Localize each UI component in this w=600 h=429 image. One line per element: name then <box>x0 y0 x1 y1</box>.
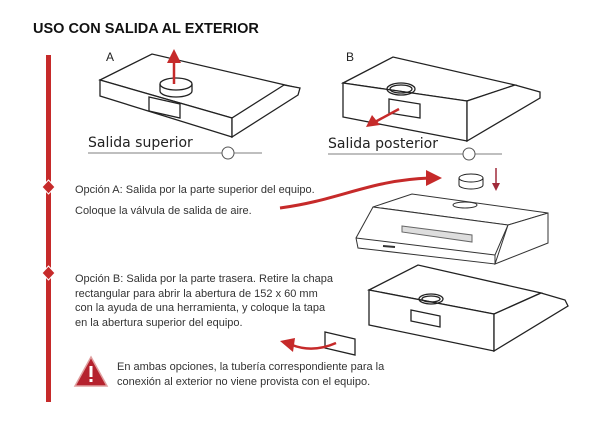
timeline-diamond-b <box>41 265 56 281</box>
air-valve-drawing <box>458 173 484 190</box>
option-b-text: Opción B: Salida por la parte trasera. R… <box>75 272 333 330</box>
marker-circle-b <box>462 147 476 161</box>
option-b-line: con la ayuda de una herramienta, y coloq… <box>75 302 326 314</box>
diagram-b-label: Salida posterior <box>328 136 438 152</box>
hood-b-rear-drawing <box>324 264 569 356</box>
option-b-line: Opción B: Salida por la parte trasera. R… <box>75 273 334 285</box>
arrow-down-icon <box>492 168 500 191</box>
arrow-back-icon <box>366 107 400 127</box>
warning-line: En ambas opciones, la tubería correspond… <box>117 361 385 373</box>
hood-open-drawing <box>355 193 549 265</box>
diagram-a-label: Salida superior <box>88 135 193 151</box>
curved-arrow-a-icon <box>279 170 442 210</box>
warning-triangle-icon <box>73 355 109 387</box>
warning-line: conexión al exterior no viene provista c… <box>117 375 371 388</box>
timeline-diamond-a <box>41 179 56 195</box>
diagram-b-letter: B <box>346 50 355 64</box>
option-a-text: Opción A: Salida por la parte superior d… <box>75 180 315 222</box>
page-title: USO CON SALIDA AL EXTERIOR <box>33 21 259 37</box>
hood-b-drawing <box>340 56 541 143</box>
timeline-bar <box>46 55 51 402</box>
arrow-up-icon <box>167 49 181 84</box>
option-b-line: en la abertura superior del equipo. <box>75 316 243 329</box>
diagram-a-letter: A <box>106 50 115 64</box>
curved-arrow-b-icon <box>280 338 337 352</box>
hood-a-drawing <box>98 53 301 139</box>
option-a-line: Opción A: Salida por la parte superior d… <box>75 184 315 196</box>
warning-text: En ambas opciones, la tubería correspond… <box>117 360 384 389</box>
option-b-line: rectangular para abrir la abertura de 15… <box>75 287 318 300</box>
marker-circle-a <box>221 146 235 160</box>
option-a-line: Coloque la válvula de salida de aire. <box>75 205 252 217</box>
